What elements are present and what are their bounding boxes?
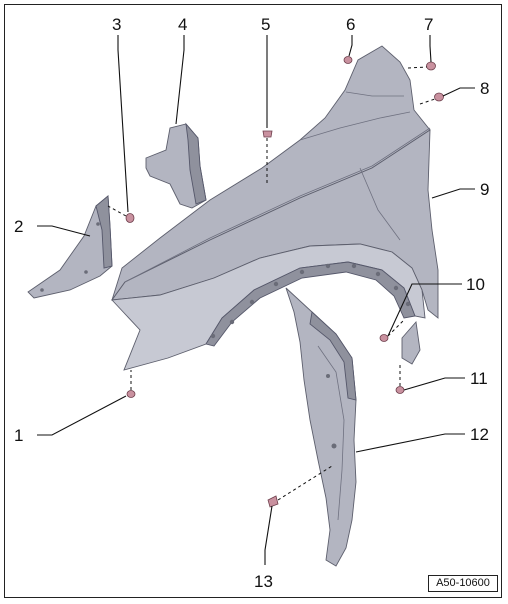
fastener-3 (125, 213, 135, 223)
fastener-5 (262, 130, 273, 138)
fasteners (125, 56, 444, 508)
fastener-11 (395, 386, 405, 394)
callout-10: 10 (466, 275, 485, 294)
callout-13: 13 (254, 572, 273, 591)
fastener-6 (343, 56, 353, 64)
callout-5: 5 (261, 15, 270, 34)
fastener-13 (267, 495, 279, 508)
fastener-10 (379, 334, 389, 342)
callout-12: 12 (470, 425, 489, 444)
part-12-liner (285, 287, 357, 567)
part-2-bracket (27, 195, 113, 299)
callout-1: 1 (14, 426, 23, 445)
leader-lines (37, 35, 475, 565)
callout-9: 9 (480, 180, 489, 199)
callout-7: 7 (424, 15, 433, 34)
callout-4: 4 (178, 15, 187, 34)
callout-6: 6 (346, 15, 355, 34)
callout-11: 11 (470, 369, 488, 388)
part-11-flap (401, 320, 421, 365)
callout-numbers: 1 2 3 4 5 6 7 8 9 10 11 12 13 (14, 15, 489, 591)
reference-code: A50-10600 (428, 575, 498, 592)
callout-8: 8 (480, 79, 489, 98)
wheel-arch-holes (210, 263, 411, 339)
part-4-insulator (145, 122, 207, 209)
assembly-lines (107, 66, 436, 501)
part-9-fender (111, 45, 439, 371)
fastener-1 (126, 390, 136, 398)
fastener-7 (426, 61, 436, 71)
callout-3: 3 (112, 15, 121, 34)
callout-2: 2 (14, 217, 23, 236)
fastener-8 (434, 92, 444, 102)
